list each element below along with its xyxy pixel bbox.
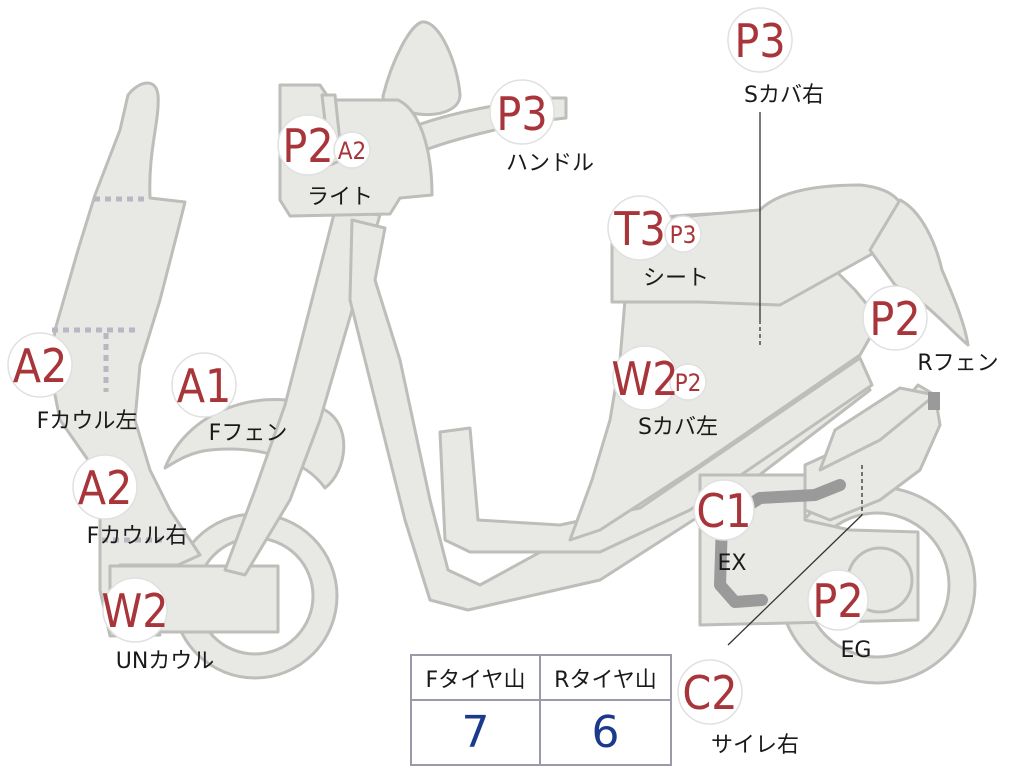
svg-text:Fフェン: Fフェン <box>209 421 288 446</box>
leader-silencer <box>727 514 863 646</box>
svg-text:UNカウル: UNカウル <box>116 649 215 674</box>
svg-text:P2: P2 <box>812 574 863 628</box>
svg-text:A2: A2 <box>338 137 367 165</box>
svg-text:Rフェン: Rフェン <box>917 351 998 376</box>
svg-text:Fカウル左: Fカウル左 <box>37 409 138 434</box>
badge-s-cover-left: W2 P2 Sカバ左 <box>611 345 718 440</box>
svg-text:P3: P3 <box>670 221 697 249</box>
svg-text:Sカバ左: Sカバ左 <box>638 415 718 440</box>
svg-text:W2: W2 <box>611 352 678 406</box>
svg-text:W2: W2 <box>101 584 168 638</box>
svg-text:A2: A2 <box>78 461 133 515</box>
svg-text:C1: C1 <box>696 484 751 538</box>
svg-text:EX: EX <box>718 551 747 576</box>
floor-board <box>438 356 874 554</box>
svg-text:Fカウル右: Fカウル右 <box>87 524 188 549</box>
tire-tread-table: Fタイヤ山 Rタイヤ山 7 6 <box>410 654 672 766</box>
svg-text:P2: P2 <box>869 292 920 346</box>
svg-text:P3: P3 <box>496 87 547 141</box>
badge-un-cowl: W2 UNカウル <box>101 577 215 674</box>
badge-light: P2 A2 ライト <box>277 114 373 210</box>
svg-text:ライト: ライト <box>307 185 373 210</box>
svg-text:EG: EG <box>841 638 872 663</box>
svg-text:シート: シート <box>643 266 709 291</box>
svg-text:T3: T3 <box>613 202 666 256</box>
badge-ex: C1 EX <box>693 479 755 576</box>
badge-silencer-right: C2 サイレ右 <box>677 659 799 758</box>
front-tire-header: Fタイヤ山 <box>412 656 541 701</box>
badge-r-fender: P2 Rフェン <box>862 285 999 376</box>
badge-s-cover-right: P3 Sカバ右 <box>727 7 824 108</box>
svg-text:A1: A1 <box>177 359 232 413</box>
badge-eg: P2 EG <box>807 569 872 663</box>
badge-handle: P3 ハンドル <box>489 79 594 176</box>
badge-f-fender: A1 Fフェン <box>171 352 288 446</box>
rear-tire-header: Rタイヤ山 <box>541 656 670 701</box>
svg-text:サイレ右: サイレ右 <box>711 733 799 758</box>
badge-f-cowl-right: A2 Fカウル右 <box>72 454 188 549</box>
svg-text:A2: A2 <box>13 339 68 393</box>
front-tire-value: 7 <box>412 701 541 764</box>
svg-text:P2: P2 <box>282 119 333 173</box>
svg-text:Sカバ右: Sカバ右 <box>744 83 824 108</box>
svg-text:C2: C2 <box>682 666 737 720</box>
svg-text:ハンドル: ハンドル <box>506 151 594 176</box>
svg-text:P2: P2 <box>675 369 702 397</box>
svg-text:P3: P3 <box>734 14 785 68</box>
rear-tire-value: 6 <box>591 707 620 758</box>
badge-seat: T3 P3 シート <box>607 195 709 291</box>
badge-f-cowl-left: A2 Fカウル左 <box>7 332 138 434</box>
